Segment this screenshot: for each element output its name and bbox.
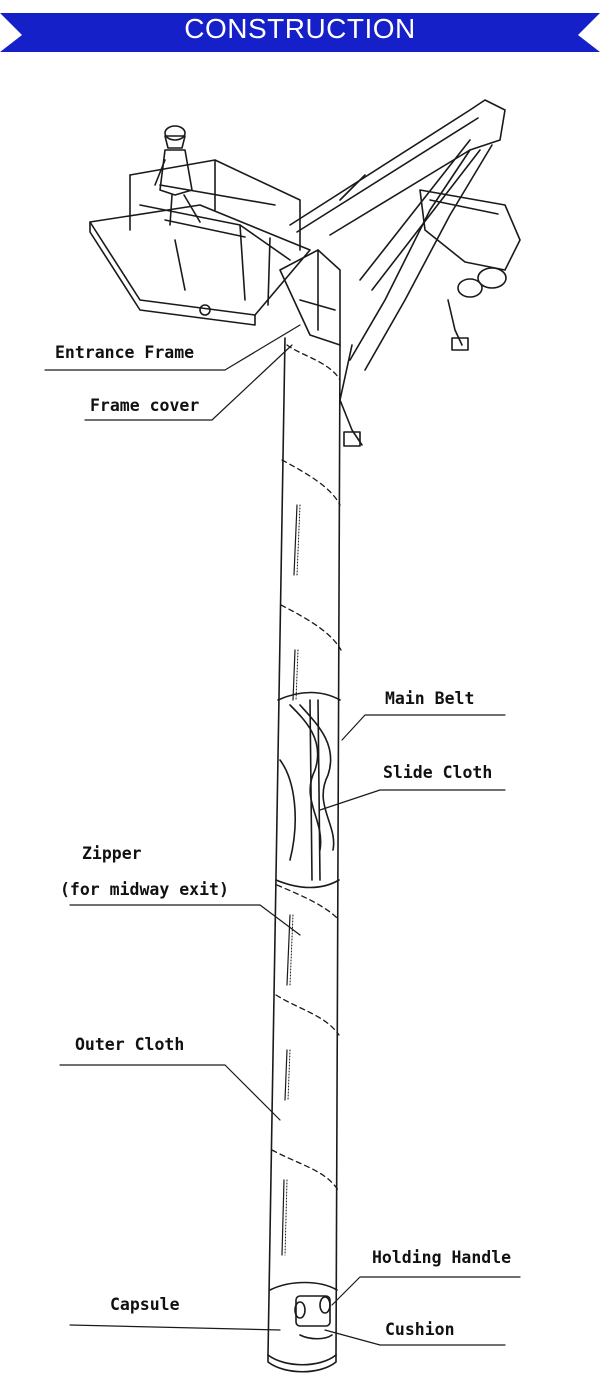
basket-platform-illustration [89,125,311,326]
label-zipper: Zipper [82,844,142,863]
capsule-illustration [269,1281,338,1340]
label-outer-cloth: Outer Cloth [75,1035,185,1054]
label-cushion: Cushion [385,1320,455,1339]
label-main-belt: Main Belt [385,689,475,708]
spiral-seams [271,344,342,1191]
label-frame-cover: Frame cover [90,396,200,415]
label-slide-cloth: Slide Cloth [383,763,493,782]
chute-tube [267,337,342,1373]
crane-truck-illustration [279,99,521,447]
leader-lines [44,324,521,1346]
title-banner [0,13,600,52]
label-capsule: Capsule [110,1295,180,1314]
label-holding-handle: Holding Handle [372,1248,512,1267]
page-title: CONSTRUCTION [184,13,416,44]
label-entrance-frame: Entrance Frame [55,343,195,362]
cutaway-section [275,691,341,889]
label-zipper-note: (for midway exit) [60,880,229,899]
zipper-marks [281,504,298,1256]
zipper-teeth [284,504,301,1256]
banner-ribbon [0,13,600,52]
